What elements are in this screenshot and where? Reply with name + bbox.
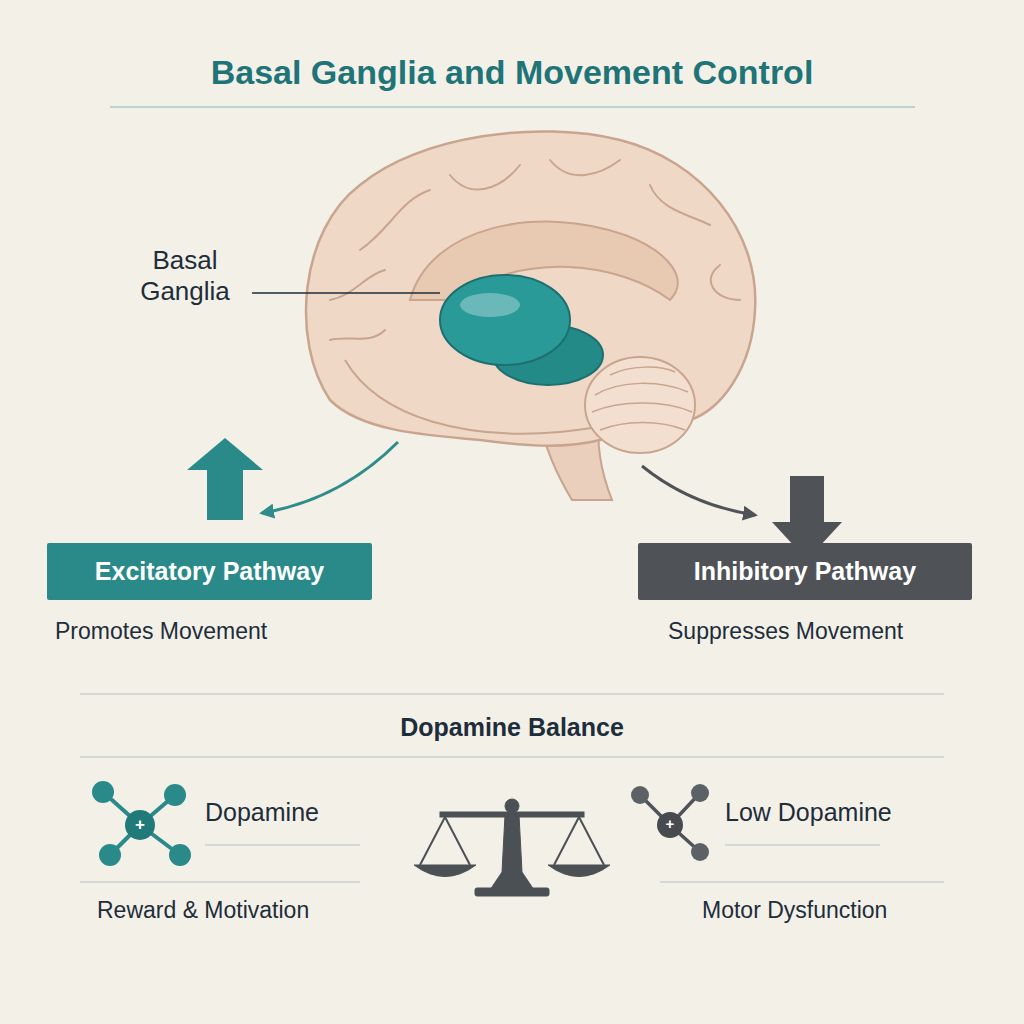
effect-label: Reward & Motivation (97, 897, 397, 925)
scale-knob (505, 799, 519, 813)
section-rule (80, 756, 944, 758)
atom-core (125, 810, 155, 840)
molecule-label: Low Dopamine (725, 797, 945, 827)
pathway-arrow (642, 466, 755, 515)
cerebellum (585, 357, 695, 453)
section-heading: Dopamine Balance (312, 712, 712, 742)
scale-pan (414, 865, 476, 877)
atom (691, 843, 709, 861)
pathway-arrow (262, 442, 398, 513)
brain-illustration (306, 131, 755, 500)
section-rule (80, 693, 944, 695)
atom (169, 844, 191, 866)
basal-ganglia-shape (440, 275, 570, 365)
up-arrow (207, 468, 243, 520)
text-rule (725, 844, 880, 846)
scale-pan (548, 865, 610, 877)
dopamine-molecule (92, 781, 191, 866)
pathway-title: Inhibitory Pathway (638, 543, 972, 600)
charge-symbol: + (128, 815, 152, 835)
up-arrow (187, 438, 263, 470)
atom (631, 786, 649, 804)
balance-scale (414, 799, 610, 896)
charge-symbol: + (658, 815, 682, 833)
part-label: Basal Ganglia (125, 245, 245, 307)
pathway-effect: Promotes Movement (55, 618, 267, 645)
effect-label: Motor Dysfunction (702, 897, 1002, 925)
cerebellum-folia (592, 367, 692, 430)
atom (691, 784, 709, 802)
atom (92, 781, 114, 803)
basal-ganglia-highlight (460, 293, 520, 317)
pathway-title: Excitatory Pathway (47, 543, 372, 600)
low-dopamine-molecule (631, 784, 709, 861)
pathway-box: Excitatory PathwayPromotes Movement (47, 543, 372, 600)
diagram-title: Basal Ganglia and Movement Control (0, 52, 1024, 93)
pathway-box: Inhibitory PathwaySuppresses Movement (638, 543, 972, 600)
text-rule (80, 881, 360, 883)
text-rule (205, 844, 360, 846)
atom (164, 784, 186, 806)
pathway-effect: Suppresses Movement (668, 618, 903, 645)
scale-strings (420, 817, 604, 865)
leader-line (252, 292, 440, 294)
text-rule (660, 881, 944, 883)
down-arrow (790, 476, 824, 524)
title-rule (110, 106, 915, 108)
atom (99, 844, 121, 866)
scale-post (490, 815, 534, 890)
atom-core (657, 812, 683, 838)
molecule-label: Dopamine (205, 797, 405, 827)
